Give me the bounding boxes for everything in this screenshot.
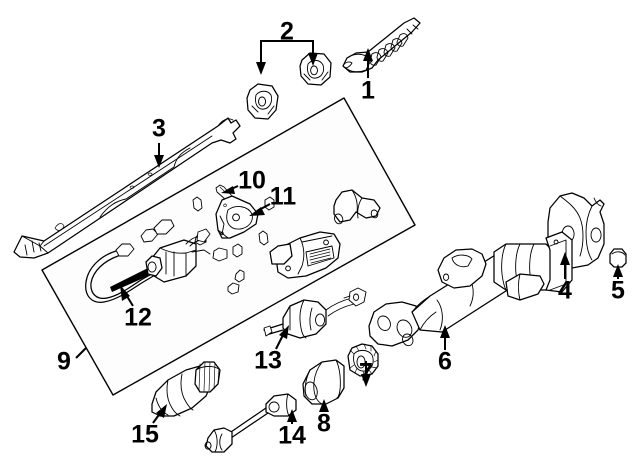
callout-number-5: 5 (611, 277, 625, 305)
part-5-plug-cap (609, 248, 627, 268)
panel-switch-block (145, 228, 211, 283)
part-8-bearing-sleeve (302, 359, 345, 405)
part-14-shift-link-rod (204, 393, 297, 453)
part-2-bearing-retainer-left (246, 83, 279, 120)
part-6-steering-column-jacket (368, 231, 573, 347)
part-7-bearing-nut (347, 343, 379, 377)
callout-number-9: 9 (57, 348, 71, 376)
part-1-steering-shaft-upper (342, 17, 421, 73)
part-13-ignition-lock-actuator (263, 287, 367, 339)
part-12-wiring-harness-cable (85, 219, 175, 303)
callout-number-14: 14 (278, 422, 306, 450)
callout-number-1: 1 (361, 77, 375, 105)
part-15-rubber-boot-seal (151, 361, 221, 417)
callout-leaders (75, 48, 623, 424)
panel-connector-module (269, 231, 341, 279)
panel-t-lever (333, 189, 381, 225)
callout-number-7: 7 (359, 359, 373, 387)
callout-number-10: 10 (238, 167, 266, 195)
callout-number-3: 3 (152, 115, 166, 143)
callout-number-13: 13 (254, 347, 282, 375)
callout-number-2: 2 (280, 18, 294, 46)
callout-number-15: 15 (131, 421, 159, 449)
part-9-component-kit-panel (41, 97, 416, 396)
callout-number-4: 4 (558, 277, 572, 305)
callout-number-6: 6 (438, 348, 452, 376)
callout-2-leader (256, 40, 318, 75)
callout-numbers: 1 2 3 4 5 6 7 8 9 10 11 12 13 14 15 (57, 18, 625, 450)
part-3-tilt-lever-arm (13, 117, 241, 259)
part-11-shift-bracket (215, 195, 259, 239)
callout-number-11: 11 (270, 183, 297, 211)
callout-number-12: 12 (124, 304, 152, 332)
callout-number-8: 8 (317, 410, 331, 438)
